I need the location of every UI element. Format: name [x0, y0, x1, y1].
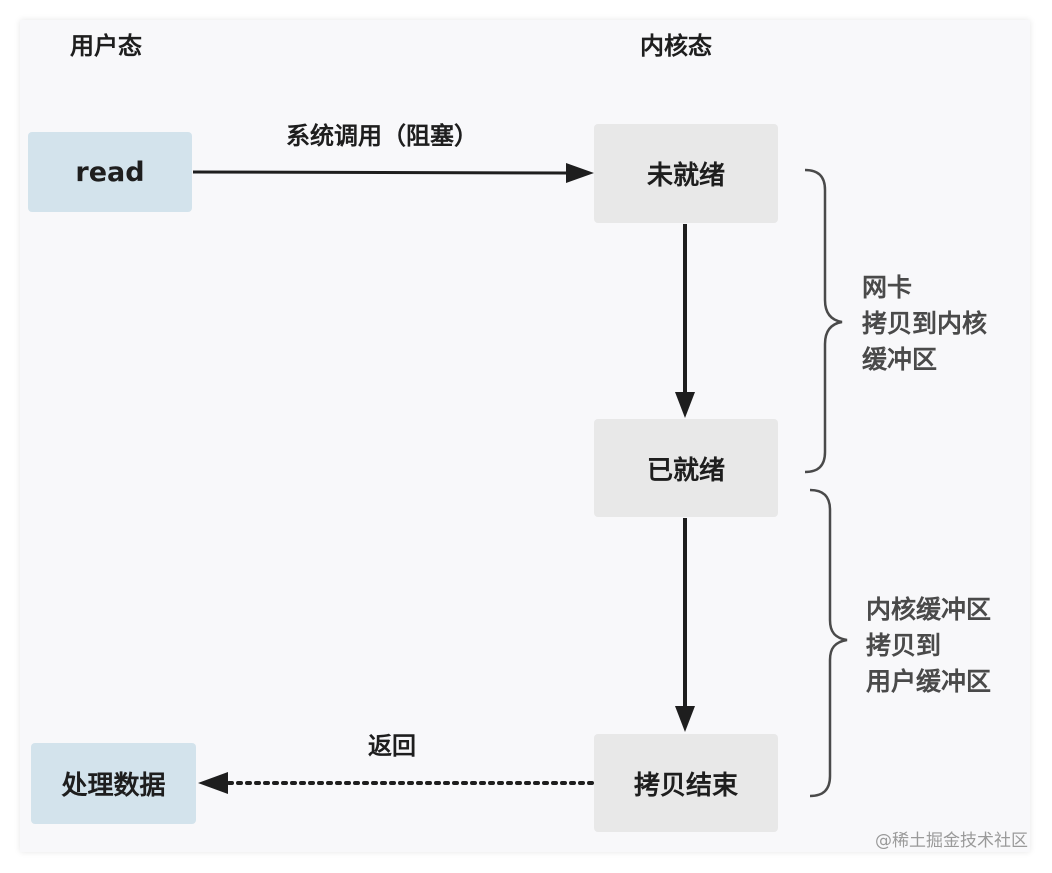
user-space-header: 用户态	[70, 32, 142, 60]
not-ready-node: 未就绪	[594, 124, 778, 223]
nic-copy-brace	[804, 168, 843, 474]
nic-copy-line-2: 拷贝到内核	[862, 309, 988, 338]
nic-copy-line-3: 缓冲区	[862, 345, 938, 374]
copy-done-node: 拷贝结束	[594, 734, 778, 832]
not-ready-to-ready-arrow	[675, 224, 695, 418]
process-data-node: 处理数据	[31, 743, 196, 824]
nic-copy-annotation: 网卡 拷贝到内核 缓冲区	[862, 270, 987, 378]
kernel-copy-brace	[809, 488, 848, 798]
syscall-edge-label: 系统调用（阻塞）	[286, 122, 478, 150]
return-edge-label: 返回	[368, 732, 416, 760]
return-arrow	[198, 772, 594, 794]
syscall-arrow	[192, 163, 594, 183]
ready-to-copy-done-arrow	[675, 518, 695, 732]
kernel-copy-line-1: 内核缓冲区	[866, 595, 992, 624]
kernel-copy-line-2: 拷贝到	[866, 631, 942, 660]
kernel-space-header: 内核态	[640, 32, 712, 60]
kernel-copy-annotation: 内核缓冲区 拷贝到 用户缓冲区	[866, 592, 991, 700]
kernel-copy-line-3: 用户缓冲区	[866, 667, 992, 696]
nic-copy-line-1: 网卡	[862, 273, 913, 302]
read-node: read	[28, 132, 192, 212]
watermark: @稀土掘金技术社区	[875, 831, 1028, 851]
ready-node: 已就绪	[594, 419, 778, 517]
